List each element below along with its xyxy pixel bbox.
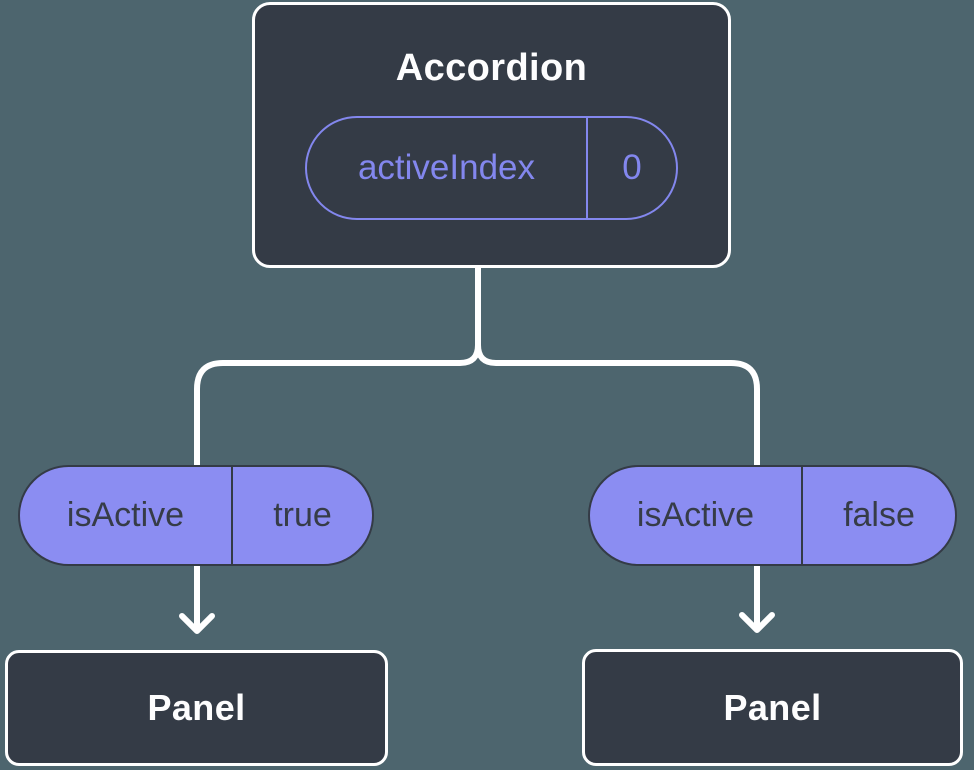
accordion-node: Accordion activeIndex 0	[252, 2, 731, 268]
accordion-title: Accordion	[395, 47, 588, 89]
arrow-down-right-icon	[739, 612, 775, 633]
prop-name-label: activeIndex	[357, 148, 536, 187]
state-value-label: true	[231, 467, 372, 564]
is-active-false-pill: isActive false	[588, 465, 957, 566]
state-name-label: isActive	[636, 496, 755, 534]
active-index-prop-pill: activeIndex 0	[305, 116, 678, 220]
prop-value-label: 0	[586, 118, 676, 218]
connector-left-branch	[194, 259, 481, 632]
panel-node-right: Panel	[582, 649, 963, 766]
is-active-true-pill: isActive true	[18, 465, 374, 566]
panel-node-left: Panel	[5, 650, 388, 766]
connector-right-branch	[475, 259, 760, 631]
state-name-label: isActive	[66, 496, 185, 534]
arrow-down-left-icon	[179, 613, 215, 634]
state-value-label: false	[801, 467, 955, 564]
